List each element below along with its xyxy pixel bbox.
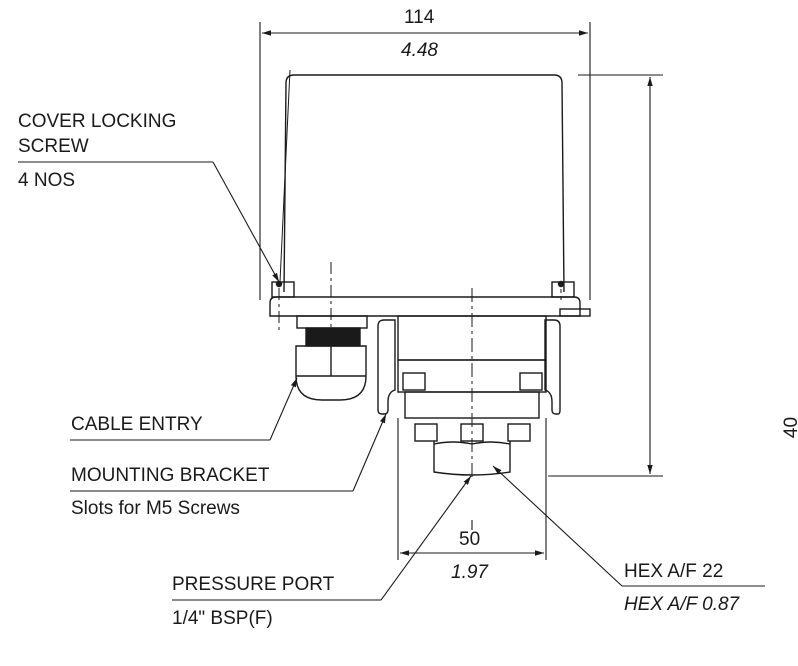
leader-hex (492, 465, 765, 587)
hex-port (433, 288, 511, 478)
port-spacing-mm-label: 50 (459, 529, 481, 550)
pressure-port-note: 1/4" BSP(F) (172, 608, 273, 629)
cover-screw-label-line1: COVER LOCKING (18, 111, 177, 132)
cover-screw-left (271, 280, 295, 330)
mounting-bracket (377, 319, 561, 415)
cable-gland (295, 262, 368, 401)
width-inch-label: 4.48 (401, 40, 438, 61)
hex-label: HEX A/F 22 (624, 561, 724, 582)
port-spacing-dimension (400, 520, 544, 556)
cover-screw-note: 4 NOS (18, 170, 76, 191)
mounting-bracket-note: Slots for M5 Screws (71, 498, 240, 519)
cover-screw-right (551, 280, 575, 300)
cable-entry-label: CABLE ENTRY (71, 414, 203, 435)
leader-cable-entry (70, 377, 298, 441)
mounting-bracket-label: MOUNTING BRACKET (71, 465, 270, 486)
pressure-port-label: PRESSURE PORT (172, 574, 335, 595)
port-spacing-inch-label: 1.97 (451, 562, 488, 583)
width-dimension (259, 22, 591, 300)
leader-cover-screw (18, 69, 291, 283)
height-mm-label: 40 (781, 416, 798, 439)
height-dimension (548, 74, 663, 477)
hex-note: HEX A/F 0.87 (624, 594, 740, 615)
leader-mounting-bracket (70, 413, 387, 492)
base-flange (269, 296, 581, 317)
leader-pressure-port (172, 475, 472, 601)
cover (283, 74, 565, 293)
width-mm-label: 114 (404, 7, 435, 28)
cover-screw-label-line2: SCREW (18, 136, 89, 157)
